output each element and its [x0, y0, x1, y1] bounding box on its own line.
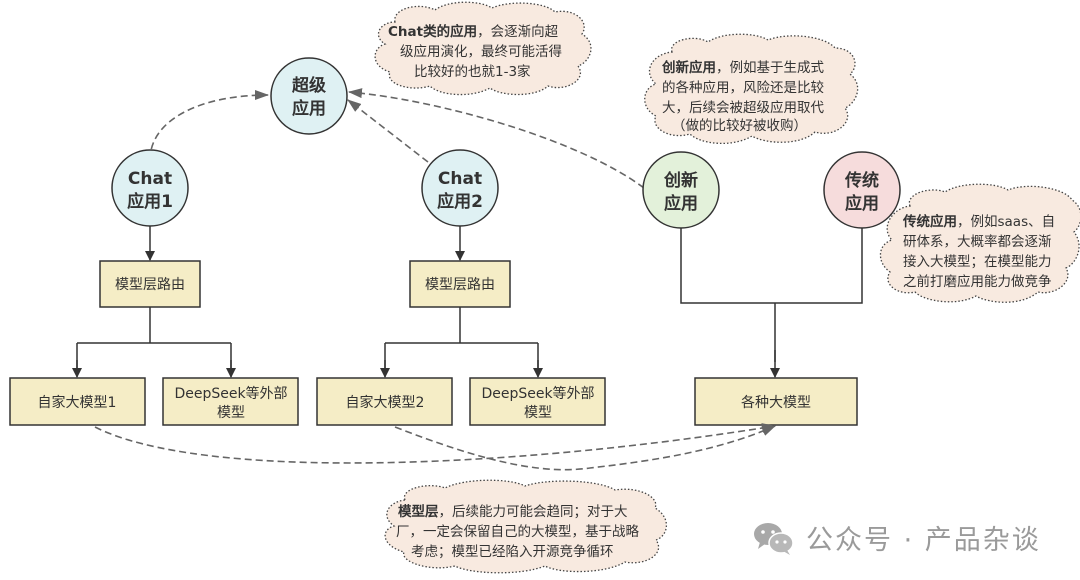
- external-model-2-label-2: 模型: [524, 405, 552, 421]
- chat-app-1-node: Chat 应用1: [111, 149, 189, 227]
- innovative-app-node: 创新 应用: [642, 151, 720, 229]
- innovative-note-cloud: 创新应用，例如基于生成式 的各种应用，风险还是比较 大，后续会被超级应用取代 （…: [644, 33, 859, 145]
- external-model-1-box: DeepSeek等外部 模型: [162, 377, 299, 426]
- various-models-label: 各种大模型: [741, 395, 811, 411]
- model-layer-note-line-3: 考虑；模型已经陷入开源竞争循环: [411, 543, 614, 560]
- super-app-label-1: 超级: [292, 75, 326, 96]
- model-layer-note-line-2: 厂，一定会保留自己的大模型，基于战略: [396, 523, 639, 540]
- dashed-arrow-own1-to-various: [94, 423, 776, 464]
- chat-app-2-label-2: 应用2: [437, 191, 483, 212]
- external-model-2-box: DeepSeek等外部 模型: [469, 377, 606, 426]
- super-app-node: 超级 应用: [270, 57, 348, 135]
- router-2-label: 模型层路由: [425, 277, 495, 293]
- apps-merge-connector: [680, 228, 863, 362]
- router-1-box: 模型层路由: [99, 260, 201, 308]
- external-model-2-label-1: DeepSeek等外部: [481, 385, 594, 402]
- traditional-note-line-1: 传统应用，例如saas、自: [902, 213, 1055, 230]
- chat-app-2-label-1: Chat: [438, 169, 482, 189]
- traditional-note-line-2: 研体系，大概率都会逐渐: [903, 233, 1052, 250]
- traditional-app-node: 传统 应用: [823, 151, 901, 229]
- innovative-note-line-3: 大，后续会被超级应用取代: [662, 99, 824, 116]
- dashed-arrow-innovative-to-super: [348, 88, 645, 189]
- external-model-1-label-2: 模型: [217, 405, 245, 421]
- traditional-app-label-2: 应用: [845, 193, 879, 214]
- innovative-note-line-1: 创新应用，例如基于生成式: [661, 59, 824, 76]
- router-2-branch: [384, 307, 539, 376]
- innovative-note-line-2: 的各种应用，风险还是比较: [662, 79, 824, 96]
- own-model-1-box: 自家大模型1: [9, 377, 146, 426]
- chat-app-2-node: Chat 应用2: [421, 149, 499, 227]
- own-model-2-box: 自家大模型2: [316, 377, 453, 426]
- chat-note-cloud: Chat类的应用，会逐渐向超 级应用演化，最终可能活得 比较好的也就1-3家: [374, 1, 592, 96]
- traditional-note-cloud: 传统应用，例如saas、自 研体系，大概率都会逐渐 接入大模型；在模型能力 之前…: [879, 183, 1080, 303]
- model-layer-note-cloud: 模型层，后续能力可能会趋同；对于大 厂，一定会保留自己的大模型，基于战略 考虑；…: [384, 479, 668, 574]
- super-app-label-2: 应用: [292, 98, 326, 119]
- external-model-1-label-1: DeepSeek等外部: [174, 385, 287, 402]
- dashed-arrow-chat1-to-super: [149, 90, 269, 161]
- innovative-app-label-2: 应用: [664, 193, 698, 214]
- watermark: 公众号 · 产品杂谈: [752, 518, 1041, 557]
- traditional-note-line-4: 之前打磨应用能力做竞争: [903, 273, 1052, 290]
- router-1-label: 模型层路由: [115, 277, 185, 293]
- dashed-arrow-own2-to-various: [394, 425, 776, 471]
- model-layer-note-line-1: 模型层，后续能力可能会趋同；对于大: [398, 503, 628, 520]
- router-2-box: 模型层路由: [409, 260, 511, 308]
- innovative-note-line-4: （做的比较好被收购）: [672, 118, 807, 134]
- chat-note-line-1: Chat类的应用，会逐渐向超: [388, 23, 559, 40]
- innovative-app-label-1: 创新: [663, 170, 698, 191]
- router-1-branch: [76, 307, 232, 376]
- various-models-box: 各种大模型: [694, 377, 858, 426]
- dashed-arrow-chat2-to-super: [347, 99, 429, 163]
- watermark-text: 公众号 · 产品杂谈: [806, 525, 1041, 556]
- traditional-app-label-1: 传统: [844, 170, 879, 191]
- chat-note-line-3: 比较好的也就1-3家: [414, 63, 531, 80]
- chat-app-1-label-2: 应用1: [127, 191, 173, 212]
- chat-note-line-2: 级应用演化，最终可能活得: [400, 43, 562, 60]
- own-model-2-label: 自家大模型2: [346, 394, 425, 411]
- traditional-note-line-3: 接入大模型；在模型能力: [903, 253, 1052, 270]
- wechat-icon: [752, 520, 796, 556]
- chat-app-1-label-1: Chat: [128, 169, 172, 189]
- own-model-1-label: 自家大模型1: [38, 394, 117, 411]
